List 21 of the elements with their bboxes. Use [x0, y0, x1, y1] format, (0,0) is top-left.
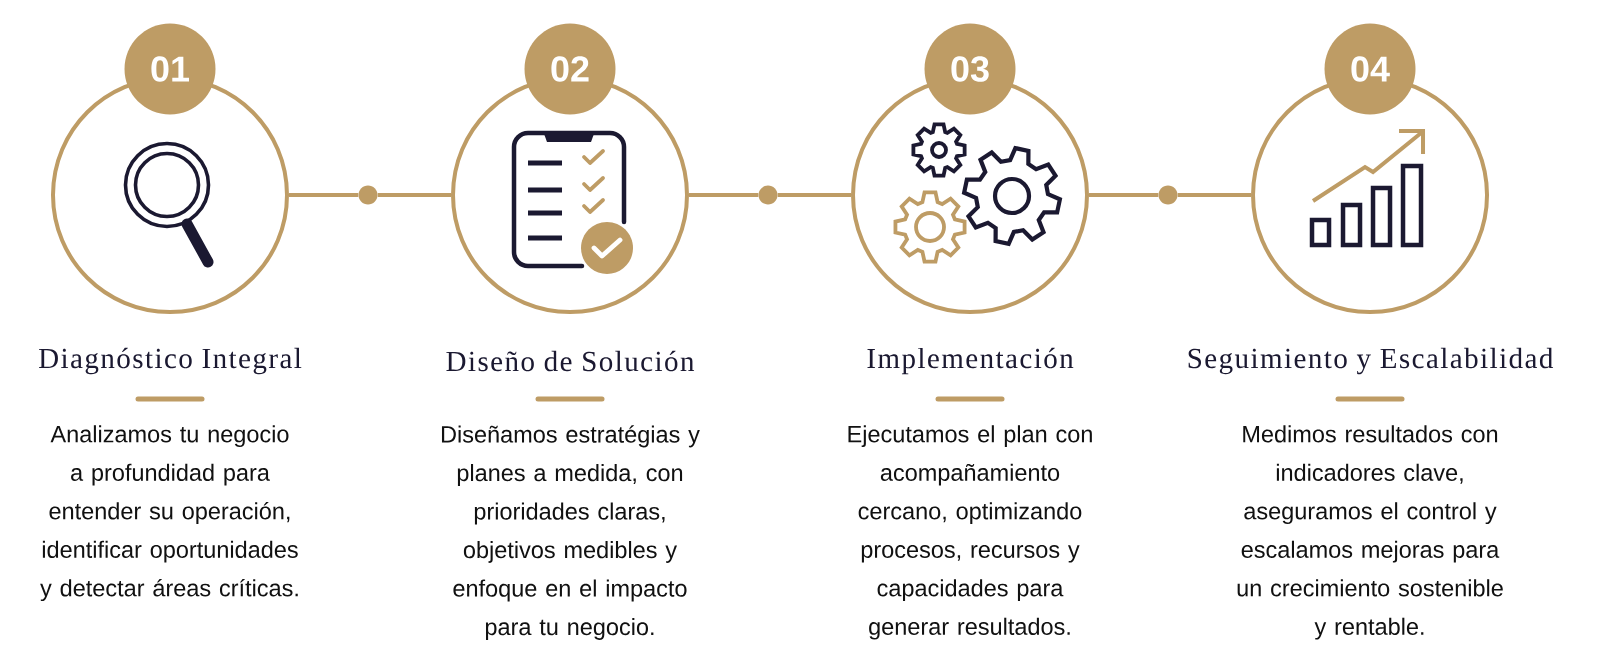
- connector-line: [289, 193, 359, 197]
- connector-line: [777, 193, 851, 197]
- step-description: Medimos resultados con indicadores clave, aseguramos el control y escalamos mejoras para un crecimiento sostenible y rentable.: [1237, 425, 1503, 640]
- connector-line: [377, 193, 451, 197]
- connector-dot: [1158, 185, 1178, 205]
- step-description: Diseñamos estratégias y planes a medida, con prioridades claras, objetivos medibles y enfoque en el impacto para tu negocio.: [442, 425, 700, 640]
- connector-dot: [758, 185, 778, 205]
- step-description: Analizamos tu negocio a profundidad para entender su operación, identificar oportunidades y detectar áreas críticas.: [40, 425, 298, 602]
- number-badge: 01: [124, 23, 216, 115]
- connector-line: [689, 193, 759, 197]
- step-title: Diagnóstico Integral: [39, 347, 302, 375]
- number-badge: 04: [1324, 23, 1416, 115]
- step-title: Implementación: [867, 347, 1074, 375]
- connector-dot: [358, 185, 378, 205]
- number-badge: 02: [524, 23, 616, 115]
- connector-line: [1177, 193, 1251, 197]
- number-badge: 03: [924, 23, 1016, 115]
- step-title: Seguimiento y Escalabilidad: [1188, 347, 1554, 375]
- step-title: Diseño de Solución: [446, 350, 695, 372]
- step-description: Ejecutamos el plan con acompañamiento cercano, optimizando procesos, recursos y capacidades para generar resultados.: [848, 425, 1092, 640]
- connector-line: [1089, 193, 1159, 197]
